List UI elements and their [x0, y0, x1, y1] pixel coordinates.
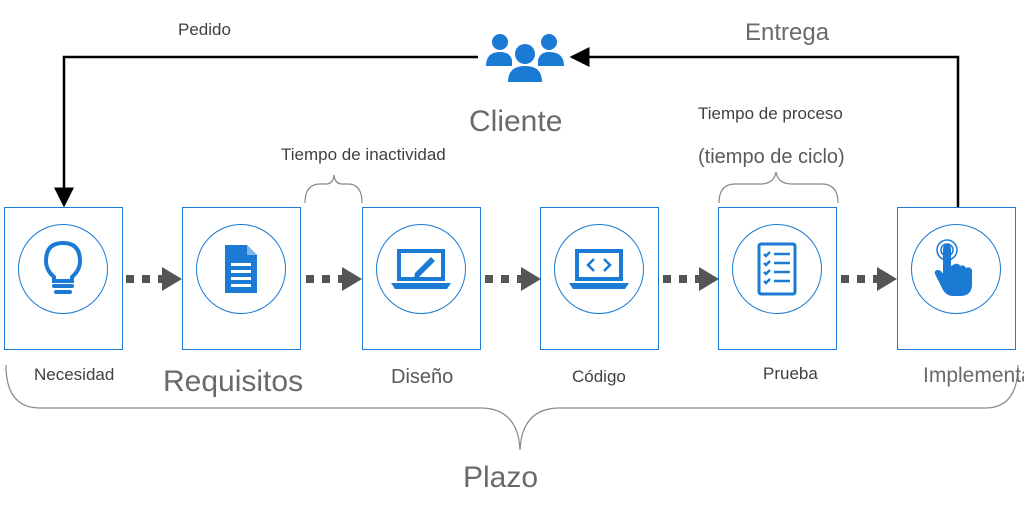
flow-arrow-1 [126, 267, 182, 291]
flow-arrow-4 [663, 267, 719, 291]
stage-label-necesidad: Necesidad [34, 365, 115, 384]
laptop-pen-icon [391, 249, 451, 289]
lightbulb-icon [43, 240, 83, 294]
tiempo-ciclo-label: (tiempo de ciclo) [698, 146, 845, 168]
inactividad-brace [304, 174, 363, 204]
entrega-line [569, 47, 960, 207]
pedido-label: Pedido [178, 20, 231, 39]
proceso-brace [718, 171, 839, 204]
touch-hand-icon [934, 239, 972, 296]
customers-icon [486, 34, 564, 82]
plazo-label: Plazo [463, 461, 539, 494]
stage-box-necesidad [4, 207, 123, 350]
pedido-line [54, 55, 478, 208]
flow-arrow-5 [841, 267, 897, 291]
flow-arrow-3 [485, 267, 541, 291]
stage-box-implementacion [897, 207, 1016, 350]
document-icon [225, 245, 257, 293]
stage-label-diseno: Diseño [391, 366, 454, 388]
cliente-label: Cliente [469, 105, 563, 138]
laptop-code-icon [569, 249, 629, 289]
stage-label-codigo: Código [572, 367, 626, 386]
stage-box-requisitos [182, 207, 301, 350]
tiempo-proceso-label: Tiempo de proceso [698, 104, 843, 123]
stage-box-prueba [718, 207, 837, 350]
entrega-label: Entrega [745, 19, 830, 46]
stage-box-diseno [362, 207, 481, 350]
flow-arrow-2 [306, 267, 362, 291]
stage-box-codigo [540, 207, 659, 350]
checklist-icon [757, 242, 797, 296]
plazo-brace [5, 364, 1019, 451]
tiempo-inactividad-label: Tiempo de inactividad [281, 145, 446, 164]
stage-label-prueba: Prueba [763, 364, 818, 383]
stage-label-requisitos: Requisitos [163, 365, 304, 398]
stage-label-implementacion: Implementación [923, 364, 1024, 387]
